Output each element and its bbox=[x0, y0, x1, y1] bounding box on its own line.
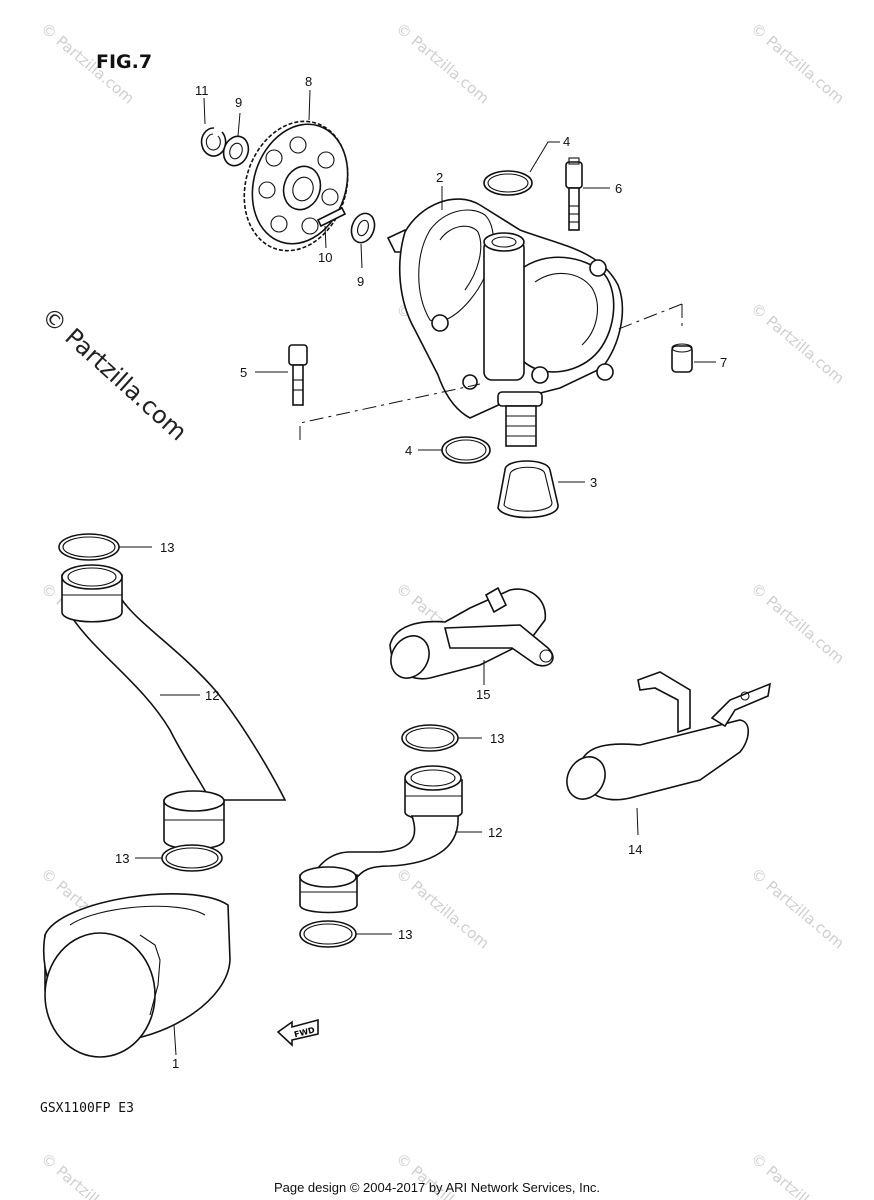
partzilla-watermark-main: © Partzilla.com bbox=[36, 302, 192, 447]
part-7-dowel bbox=[671, 343, 716, 373]
callout-4-top: 4 bbox=[563, 134, 570, 149]
callout-15: 15 bbox=[476, 687, 490, 702]
callout-9-lower: 9 bbox=[357, 274, 364, 289]
part-13-ring-d bbox=[299, 920, 392, 948]
callout-12-left: 12 bbox=[205, 688, 219, 703]
callout-5: 5 bbox=[240, 365, 247, 380]
callout-9-top: 9 bbox=[235, 95, 242, 110]
part-9-washer-lower bbox=[350, 212, 376, 269]
watermark-14: © Partzilla.com bbox=[747, 1149, 847, 1200]
part-13-ring-a bbox=[58, 533, 152, 561]
figure-title: FIG.7 bbox=[96, 51, 152, 73]
callout-13-d: 13 bbox=[398, 927, 412, 942]
callout-3: 3 bbox=[590, 475, 597, 490]
part-12-pipe-mid bbox=[299, 765, 482, 914]
watermark-11: © Partzilla.com bbox=[747, 864, 847, 952]
callout-1: 1 bbox=[172, 1056, 179, 1071]
part-9-washer-top bbox=[222, 112, 250, 167]
callout-6: 6 bbox=[615, 181, 622, 196]
part-3-gasket bbox=[497, 460, 585, 519]
part-6-bolt bbox=[565, 157, 610, 231]
callout-12-mid: 12 bbox=[488, 825, 502, 840]
fwd-arrow-icon: FWD bbox=[276, 1018, 319, 1047]
callout-11: 11 bbox=[195, 83, 209, 98]
watermark-5: © Partzilla.com bbox=[747, 299, 847, 387]
watermark-8: © Partzilla.com bbox=[747, 579, 847, 667]
callout-4-lower: 4 bbox=[405, 443, 412, 458]
callout-10: 10 bbox=[318, 250, 332, 265]
part-1-oil-filter bbox=[42, 893, 231, 1058]
assembly-guide-line-right-upper bbox=[615, 303, 683, 331]
part-5-bolt bbox=[255, 344, 308, 406]
watermark-3: © Partzilla.com bbox=[747, 19, 847, 107]
callout-13-a: 13 bbox=[160, 540, 174, 555]
callout-14: 14 bbox=[628, 842, 642, 857]
part-12-pipe-left bbox=[61, 564, 287, 850]
part-2-oil-pump bbox=[386, 186, 624, 447]
callouts: 11 9 8 2 4 6 10 9 5 7 4 3 13 12 15 13 12… bbox=[115, 74, 727, 1071]
part-15-pipe bbox=[389, 586, 554, 685]
callout-13-c: 13 bbox=[490, 731, 504, 746]
callout-13-b: 13 bbox=[115, 851, 129, 866]
part-4-oring-lower bbox=[418, 436, 491, 464]
part-4-oring-top bbox=[483, 141, 560, 196]
callout-2: 2 bbox=[436, 170, 443, 185]
assembly-guide-line bbox=[299, 383, 481, 440]
part-11-circlip bbox=[200, 97, 227, 157]
part-8-gear bbox=[243, 89, 349, 252]
part-13-ring-b bbox=[135, 844, 223, 872]
part-13-ring-c bbox=[401, 724, 482, 752]
callout-7: 7 bbox=[720, 355, 727, 370]
part-10-pin bbox=[316, 206, 347, 249]
watermark-2: © Partzilla.com bbox=[392, 19, 492, 107]
callout-8: 8 bbox=[305, 74, 312, 89]
footer-copyright: Page design © 2004-2017 by ARI Network S… bbox=[274, 1180, 600, 1195]
watermark-12: © Partzilla.com bbox=[37, 1149, 137, 1200]
part-14-pipe bbox=[566, 671, 772, 836]
model-code: GSX1100FP E3 bbox=[40, 1101, 134, 1116]
